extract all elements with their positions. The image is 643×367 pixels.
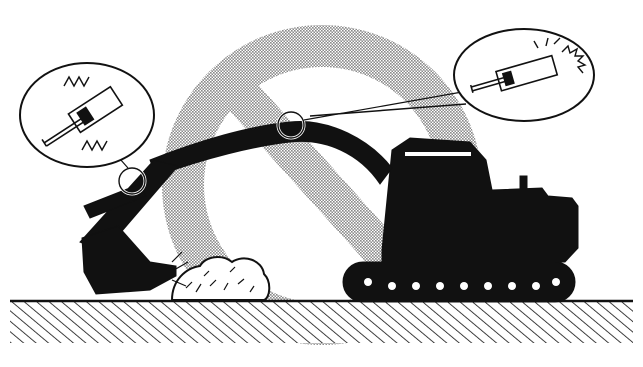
boom-cylinder-detail-callout	[454, 29, 594, 121]
bucket	[82, 226, 176, 294]
cab-and-body	[382, 138, 578, 262]
ground	[10, 301, 633, 343]
arm-cylinder-detail-callout	[20, 63, 154, 167]
crawler-track	[343, 262, 575, 302]
